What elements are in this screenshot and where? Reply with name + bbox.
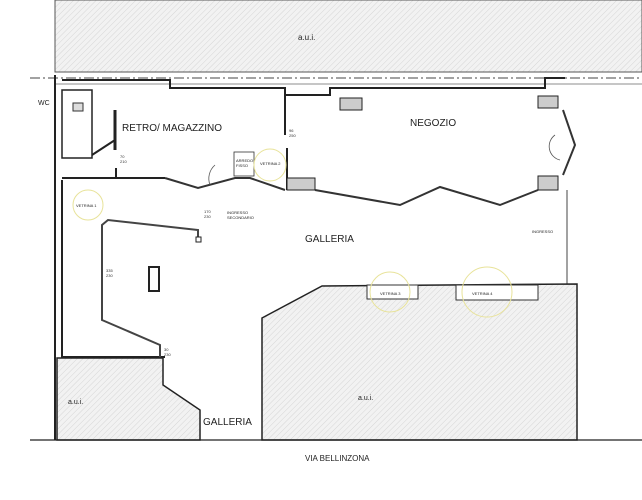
- aui-top-label: a.u.i.: [298, 33, 315, 42]
- svg-text:96: 96: [289, 128, 294, 133]
- pillar: [286, 177, 316, 191]
- galleria-label: GALLERIA: [305, 234, 354, 245]
- vetrina-4-highlight: [461, 266, 513, 318]
- retro-magazzino-label: RETRO/ MAGAZZINO: [122, 123, 222, 134]
- svg-text:210: 210: [120, 159, 127, 164]
- vetrina-1-glazing: [101, 218, 199, 358]
- svg-text:30: 30: [164, 347, 169, 352]
- column: [148, 266, 160, 292]
- pillar: [195, 236, 202, 243]
- wall: [91, 139, 116, 156]
- wc-room: [61, 89, 93, 159]
- pillar: [537, 95, 559, 109]
- vetrina-3-highlight: [369, 271, 411, 313]
- svg-text:230: 230: [164, 352, 171, 357]
- vetrina-3-label: VETRINA 3: [380, 291, 401, 296]
- galleria-bottom-label: GALLERIA: [203, 417, 252, 428]
- galleria-left-room: [61, 180, 165, 358]
- vetrina-4-label: VETRINA 4: [472, 291, 493, 296]
- vetrina-3: [366, 284, 419, 300]
- door-swing: [548, 134, 561, 161]
- aui-top-area: [54, 0, 642, 73]
- svg-text:230: 230: [204, 214, 211, 219]
- upper-wall: [62, 77, 565, 96]
- wc-label: WC: [38, 100, 50, 107]
- pillar: [339, 97, 363, 111]
- glazed-facade: [164, 177, 286, 191]
- aui-bottom-left-label: a.u.i.: [68, 399, 83, 406]
- street-label: VIA BELLINZONA: [305, 454, 370, 463]
- svg-text:230: 230: [106, 273, 113, 278]
- negozio-label: NEGOZIO: [410, 118, 456, 129]
- arredo-label: ARREDO: [236, 158, 253, 163]
- aui-bottom-right-label: a.u.i.: [358, 395, 373, 402]
- vetrina-1-highlight: [72, 189, 104, 221]
- ingresso-secondario-label: INGRESSO: [227, 210, 248, 215]
- glazed-facade: [562, 109, 577, 176]
- vetrina-2-highlight: [253, 148, 287, 182]
- pillar: [537, 175, 559, 191]
- svg-text:335: 335: [106, 268, 113, 273]
- door-swing: [208, 164, 216, 186]
- ingresso-label: INGRESSO: [532, 229, 553, 234]
- vetrina-2-label: VETRINA 2: [260, 161, 281, 166]
- vetrina-4: [455, 284, 539, 301]
- arredo-label: FISSO: [236, 163, 248, 168]
- svg-text:170: 170: [204, 209, 211, 214]
- wc-fixture: [72, 102, 84, 112]
- aui-bottom-right-area: [261, 283, 578, 441]
- svg-text:250: 250: [289, 133, 296, 138]
- vetrina-1-label: VETRINA 1: [76, 203, 97, 208]
- svg-text:70: 70: [120, 154, 125, 159]
- glazed-facade: [314, 185, 539, 207]
- ingresso-secondario-label: SECONDARIO: [227, 215, 254, 220]
